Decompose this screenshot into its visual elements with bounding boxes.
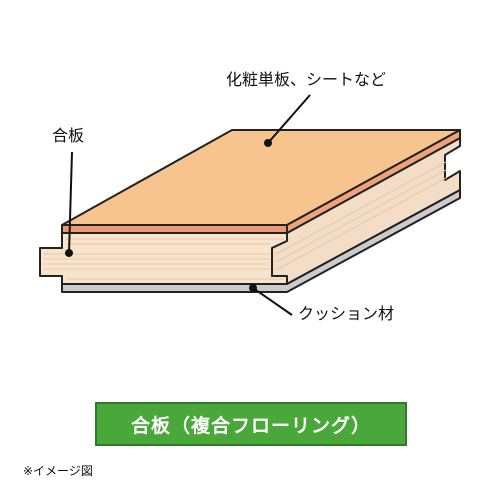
cushion-label: クッション材 bbox=[298, 304, 395, 323]
illustration-note: ※イメージ図 bbox=[23, 464, 93, 478]
wood-grain bbox=[44, 238, 284, 280]
veneer-side-edge bbox=[286, 129, 461, 234]
cushion-layer bbox=[61, 189, 461, 293]
surface-label: 化粧単板、シートなど bbox=[226, 70, 387, 89]
caption-title: 合板（複合フローリング） bbox=[130, 414, 371, 437]
leader-plywood bbox=[65, 151, 73, 257]
side-grain bbox=[275, 161, 447, 271]
caption-box: 合板（複合フローリング） bbox=[95, 402, 407, 446]
leader-surface bbox=[264, 94, 311, 147]
leader-cushion bbox=[249, 284, 293, 316]
veneer-front-edge bbox=[61, 224, 288, 234]
plywood-label: 合板 bbox=[52, 126, 85, 145]
